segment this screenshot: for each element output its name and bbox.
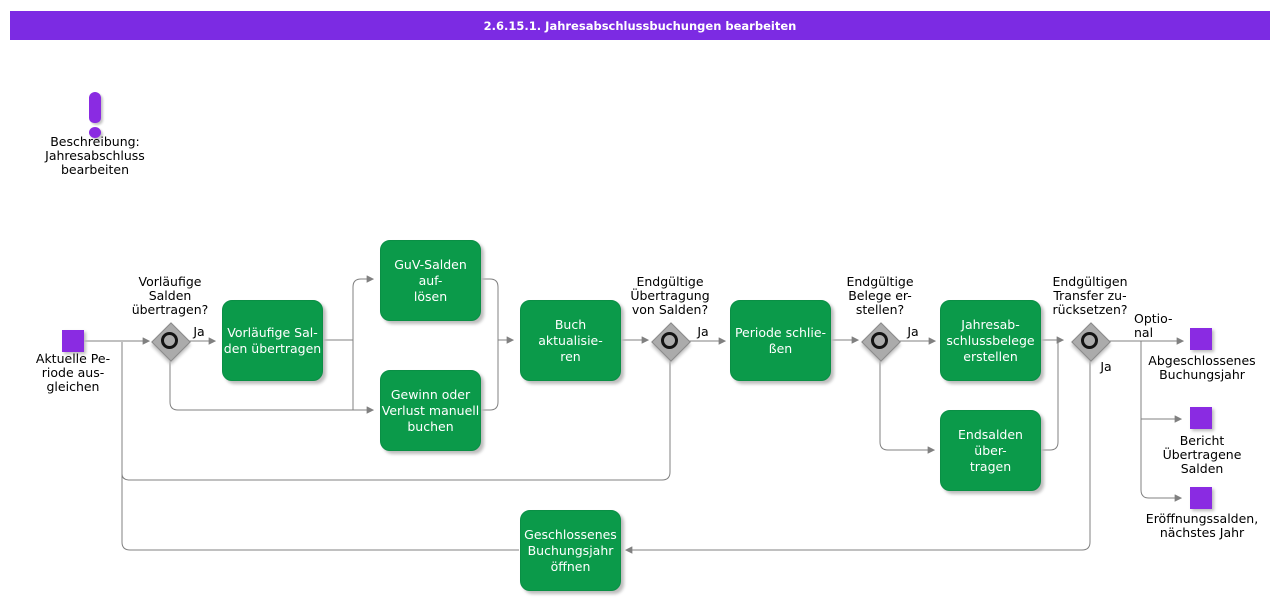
gateway-circle-icon	[1081, 332, 1098, 349]
page-title: 2.6.15.1. Jahresabschlussbuchungen bearb…	[10, 11, 1270, 40]
event-label: Abgeschlossenes Buchungsjahr	[1148, 353, 1256, 382]
gateway-endgueltigen-transfer	[1070, 321, 1111, 362]
event-label: Bericht Übertragene Salden	[1162, 433, 1242, 476]
edge-gateway2-loopback	[121, 360, 671, 481]
exclamation-icon-dot	[89, 127, 101, 138]
edge-label-optional: Optio- nal	[1134, 311, 1173, 340]
edge-label-ja: Ja	[697, 324, 709, 339]
edge-label-ja: Ja	[193, 324, 205, 339]
task-vorlaeufige-salden-uebertragen[interactable]: Vorläufige Sal- den übertragen	[222, 300, 323, 381]
edge-endsalden-merge	[1039, 342, 1059, 451]
gateway-circle-icon	[661, 332, 678, 349]
task-jahresabschlussbelege-erstellen[interactable]: Jahresab- schlussbelege erstellen	[940, 300, 1041, 381]
description-label: Beschreibung: Jahresabschluss bearbeiten	[45, 134, 145, 177]
edge-reopen-loopback	[121, 342, 519, 551]
event-abgeschlossenes-buchungsjahr[interactable]	[1190, 328, 1212, 350]
gateway-label: Endgültige Belege er- stellen?	[846, 274, 914, 317]
task-periode-schliessen[interactable]: Periode schlie- ßen	[730, 300, 831, 381]
exclamation-icon	[89, 92, 101, 123]
gateway-endgueltige-belege	[860, 321, 901, 362]
edge-label-ja: Ja	[907, 324, 919, 339]
event-aktuelle-periode-ausgleichen[interactable]	[62, 330, 84, 352]
edge-split-to-guv	[352, 275, 375, 410]
edge-merge-guv-gewinn	[479, 278, 499, 411]
task-endsalden-uebertragen[interactable]: Endsalden über- tragen	[940, 410, 1041, 491]
task-buch-aktualisieren[interactable]: Buch aktualisie- ren	[520, 300, 621, 381]
edge-gateway1-down	[169, 360, 375, 414]
event-bericht-uebertragene-salden[interactable]	[1190, 407, 1212, 429]
event-label: Eröffnungssalden, nächstes Jahr	[1145, 511, 1259, 540]
gateway-label: Endgültigen Transfer zu- rücksetzen?	[1052, 274, 1128, 317]
event-eroeffnungssalden-naechstes-jahr[interactable]	[1190, 487, 1212, 509]
edge-gateway4-ja-loop	[624, 360, 1091, 554]
gateway-circle-icon	[871, 332, 888, 349]
gateway-vorlaeufige-salden	[150, 321, 191, 362]
gateway-endgueltige-uebertragung	[650, 321, 691, 362]
event-label: Aktuelle Pe- riode aus- gleichen	[35, 351, 111, 394]
task-geschlossenes-buchungsjahr-oeffnen[interactable]: Geschlossenes Buchungsjahr öffnen	[520, 510, 621, 591]
gateway-label: Endgültige Übertragung von Salden?	[630, 274, 710, 317]
edge-gateway3-to-endsalden	[879, 360, 936, 454]
task-guv-salden-aufloesen[interactable]: GuV-Salden auf- lösen	[380, 240, 481, 321]
task-gewinn-verlust-buchen[interactable]: Gewinn oder Verlust manuell buchen	[380, 370, 481, 451]
edge-label-ja: Ja	[1100, 359, 1112, 374]
gateway-label: Vorläufige Salden übertragen?	[131, 274, 209, 317]
edge-branch-to-eroeffnung	[1140, 341, 1183, 502]
gateway-circle-icon	[161, 332, 178, 349]
